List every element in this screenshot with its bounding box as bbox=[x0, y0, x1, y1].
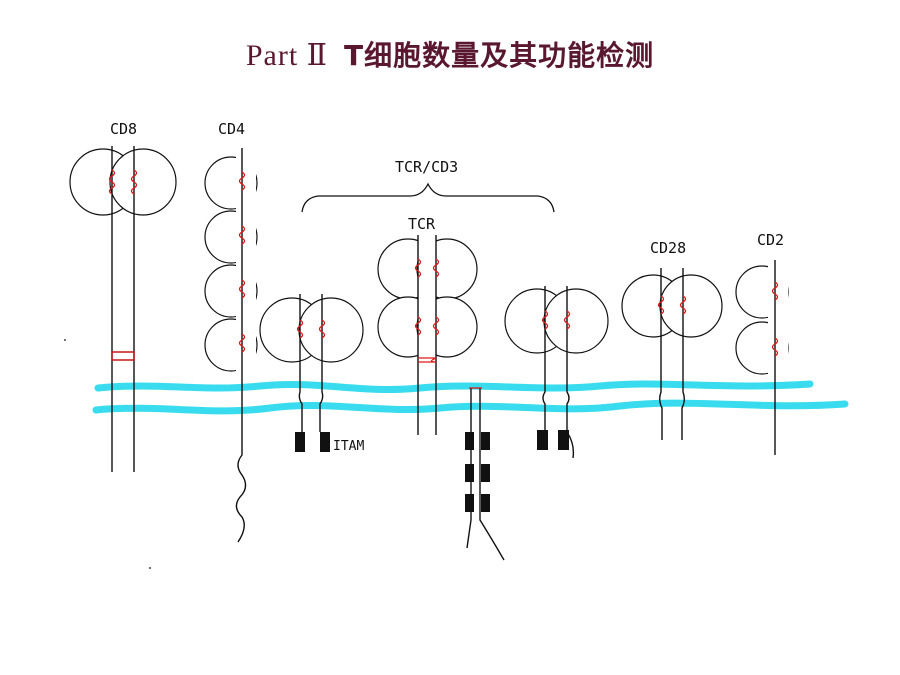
cd28-molecule: CD28 bbox=[621, 239, 723, 440]
stray-dot bbox=[149, 567, 151, 569]
itam-motif bbox=[320, 432, 330, 452]
itam-motif bbox=[481, 432, 490, 450]
cd8-label: CD8 bbox=[110, 120, 137, 138]
itam-motif bbox=[465, 494, 474, 512]
zeta-zeta-dimer bbox=[465, 387, 505, 561]
itam-label: ITAM bbox=[333, 439, 364, 454]
itam-motif bbox=[295, 432, 305, 452]
tcr-heterodimer: TCR bbox=[377, 215, 478, 435]
cd3-left-dimer: ITAM bbox=[259, 294, 364, 454]
cd3-right-dimer bbox=[504, 286, 609, 459]
stray-dot bbox=[64, 339, 66, 341]
cd28-label: CD28 bbox=[650, 239, 686, 257]
itam-motif bbox=[465, 464, 474, 482]
cd8-domain bbox=[109, 148, 177, 216]
slide-title: Part Ⅱ T细胞数量及其功能检测 bbox=[0, 34, 900, 74]
cd4-molecule: CD4 bbox=[204, 120, 258, 543]
title-part: Part Ⅱ bbox=[245, 39, 329, 72]
cd8-molecule: CD8 bbox=[69, 120, 177, 472]
tcr-cd3-label: TCR/CD3 bbox=[395, 158, 458, 176]
itam-motif bbox=[465, 432, 474, 450]
itam-motif bbox=[558, 430, 569, 450]
itam-motif bbox=[481, 464, 490, 482]
cd3-domain bbox=[298, 297, 364, 363]
cd8-disulfide-bridge bbox=[111, 351, 135, 361]
cd28-domain bbox=[659, 274, 723, 338]
cd3-domain bbox=[543, 288, 609, 354]
itam-motif bbox=[537, 430, 548, 450]
tcr-label: TCR bbox=[408, 215, 436, 233]
title-text: T细胞数量及其功能检测 bbox=[344, 39, 655, 72]
cd2-molecule: CD2 bbox=[735, 231, 789, 455]
cell-membrane bbox=[92, 380, 849, 415]
tcr-cd3-bracket: TCR/CD3 bbox=[301, 158, 555, 213]
itam-motif bbox=[481, 494, 490, 512]
cd2-label: CD2 bbox=[757, 231, 784, 249]
cd4-label: CD4 bbox=[218, 120, 245, 138]
